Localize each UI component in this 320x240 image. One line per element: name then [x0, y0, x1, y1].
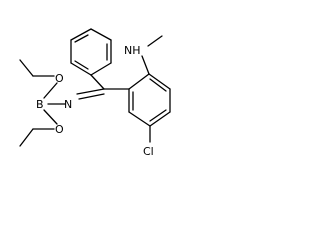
bond [148, 73, 171, 90]
aryl-ring [128, 73, 171, 127]
bond [70, 62, 92, 76]
double-bond-inner [149, 109, 167, 122]
imine-nitrogen-label: N [64, 98, 72, 111]
atom-label-n: N [64, 98, 72, 111]
double-bond-inner [74, 60, 89, 70]
atom-label-cl: Cl [143, 145, 154, 158]
boron-label: B [36, 98, 44, 111]
bond [19, 59, 34, 77]
bond [78, 93, 105, 100]
imine-double-bond [76, 88, 105, 100]
bond [128, 111, 151, 127]
chemical-structure-diagram: NH O B N O Cl [19, 28, 171, 158]
bond [43, 109, 58, 125]
bond [90, 28, 112, 41]
oxygen-upper-label: O [55, 72, 64, 85]
atom-label-o-upper: O [55, 72, 64, 85]
bond [19, 128, 34, 147]
atom-label-b: B [36, 98, 44, 111]
bond [149, 111, 171, 127]
phenyl-ring [70, 28, 112, 76]
bond [141, 55, 150, 75]
bond [147, 35, 163, 47]
double-bond-inner [74, 34, 89, 43]
bond [90, 62, 112, 76]
atom-label-o-lower: O [55, 123, 64, 136]
atom-label-nh: NH [124, 44, 141, 57]
double-bond-inner [149, 78, 167, 92]
bond [43, 82, 58, 99]
bond [128, 73, 150, 90]
bond [90, 74, 105, 90]
bond [76, 88, 105, 95]
oxygen-lower-label: O [55, 123, 64, 136]
bond [70, 28, 92, 41]
nh-label: NH [124, 44, 141, 57]
chlorine-label: Cl [143, 145, 154, 158]
